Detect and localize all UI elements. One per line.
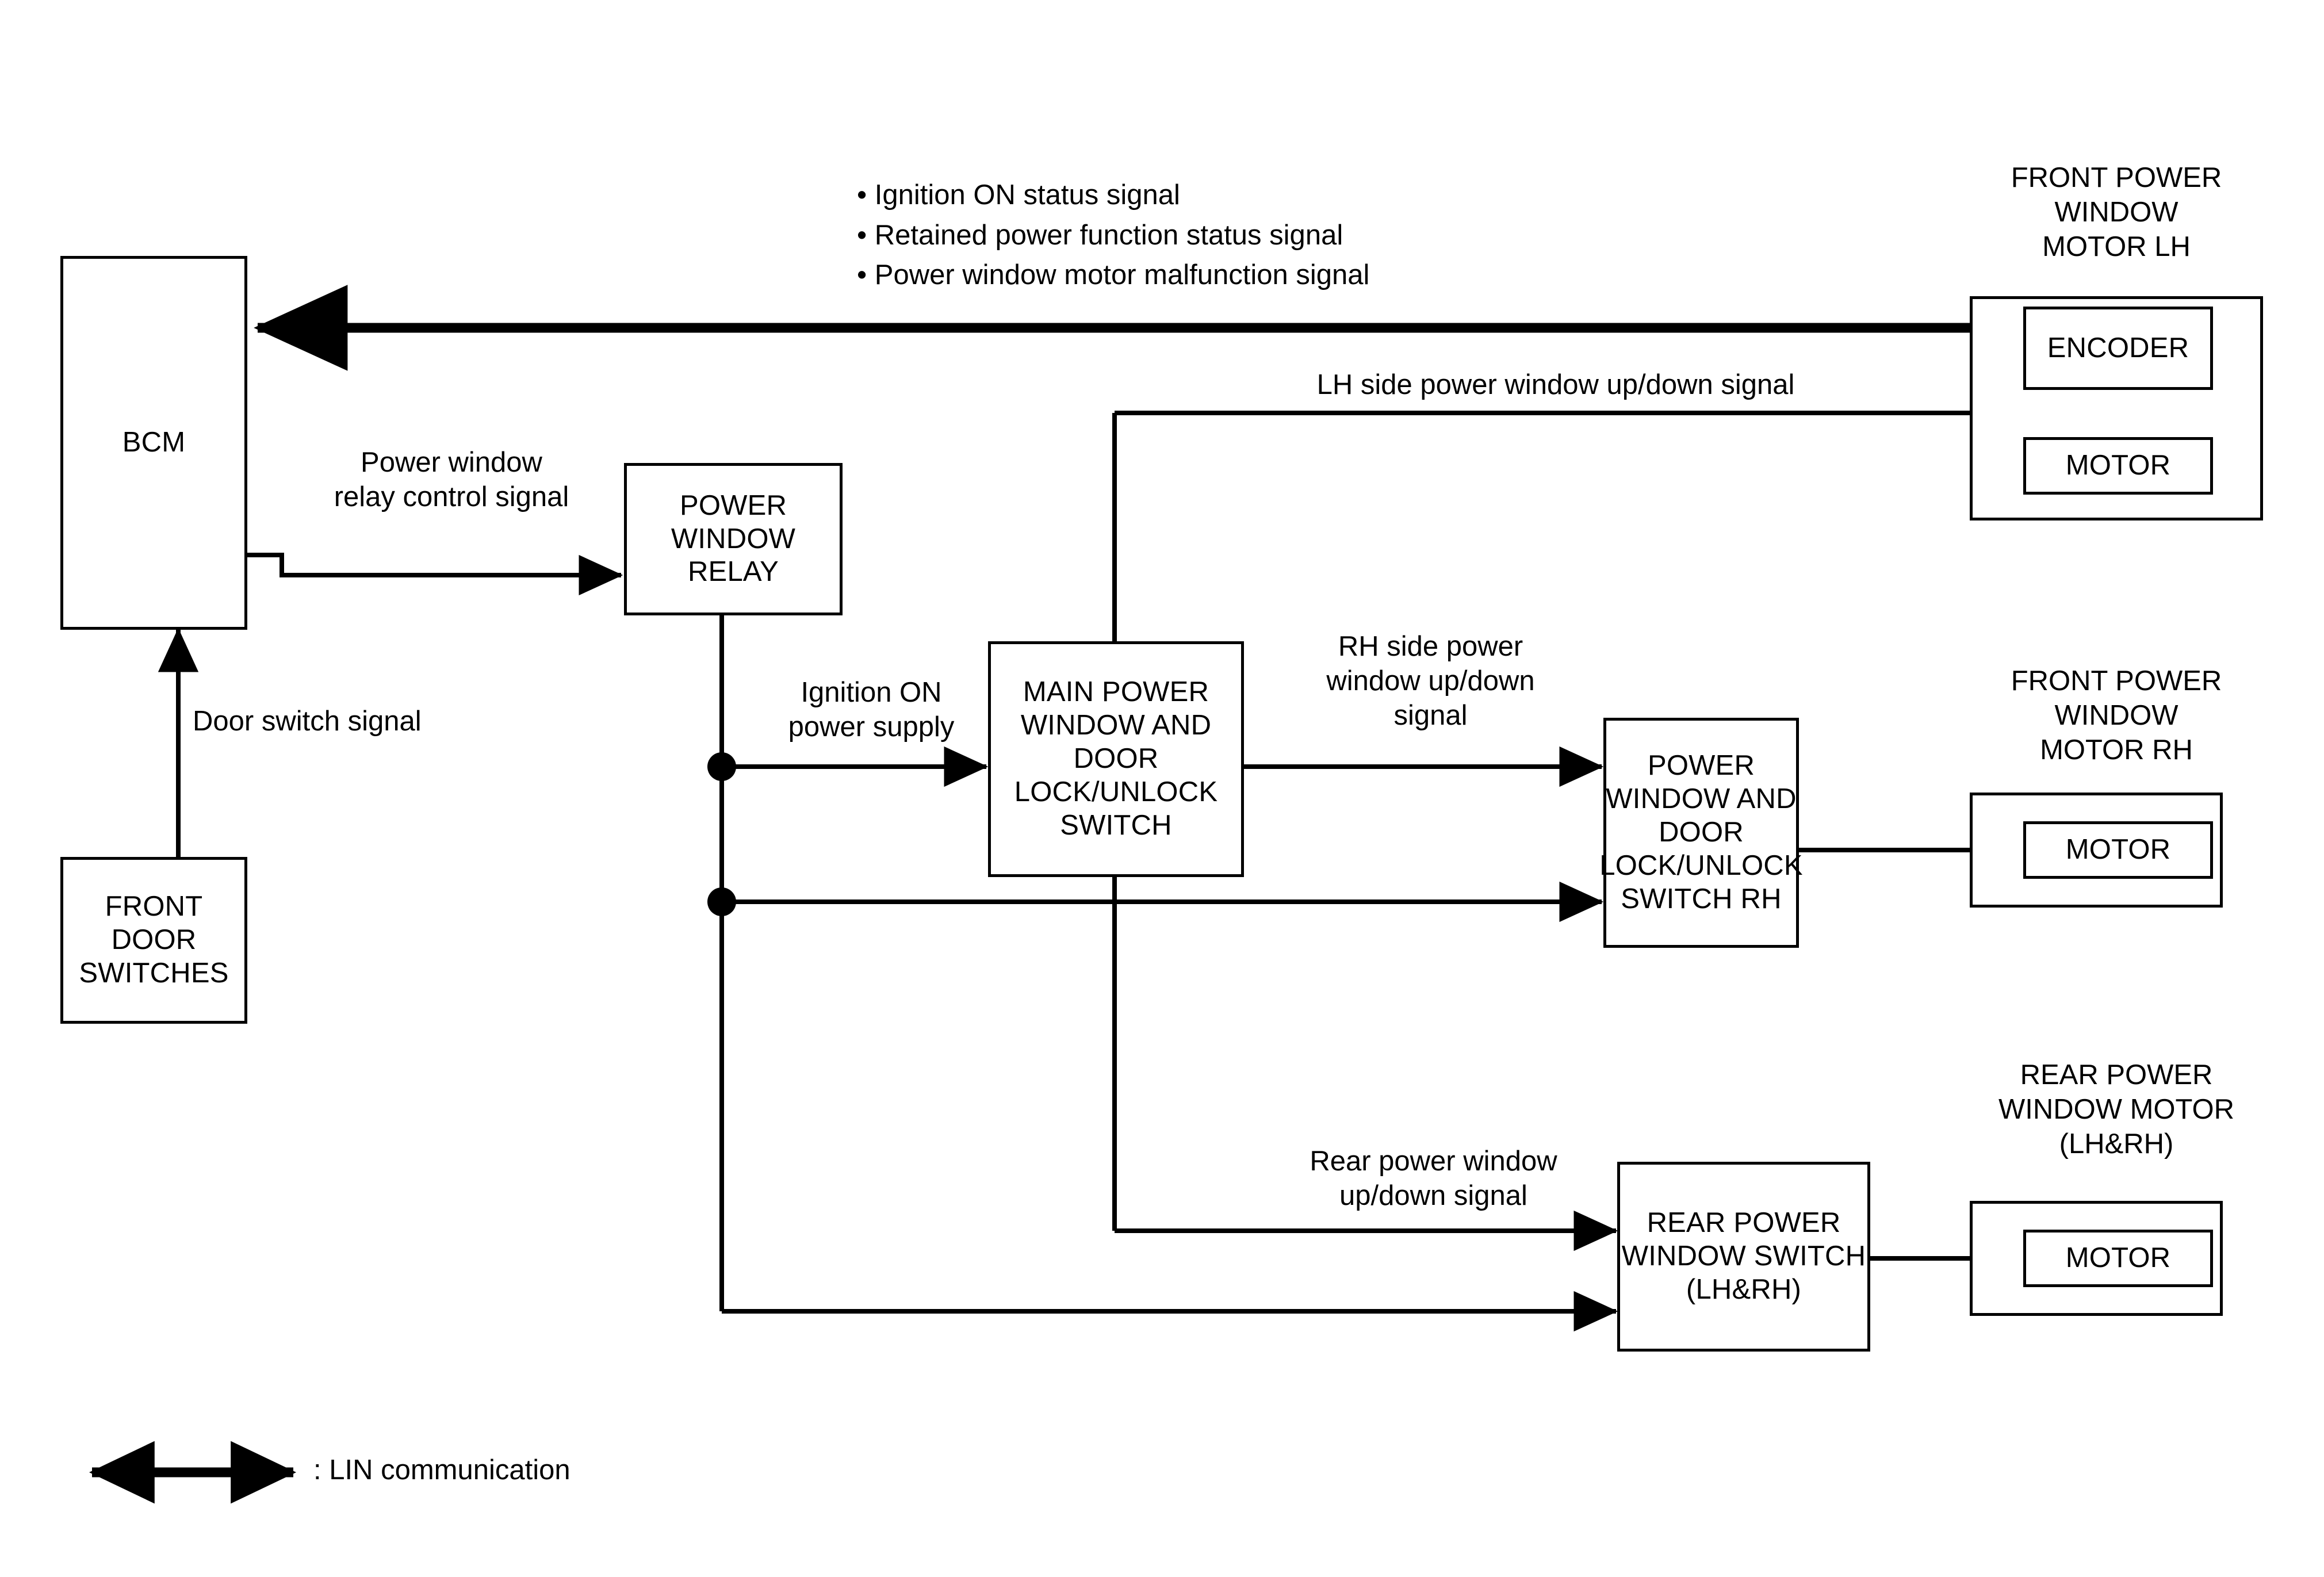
- rear-motor-title: REAR POWER WINDOW MOTOR (LH&RH): [1998, 1059, 2235, 1159]
- power-window-relay-box[interactable]: POWER WINDOW RELAY: [624, 463, 843, 615]
- main-power-window-switch-box[interactable]: MAIN POWER WINDOW AND DOOR LOCK/UNLOCK S…: [988, 641, 1244, 877]
- legend-label: : LIN communication: [313, 1454, 571, 1486]
- rear-switch-box[interactable]: REAR POWER WINDOW SWITCH (LH&RH): [1617, 1162, 1870, 1352]
- front-motor-rh-title: FRONT POWER WINDOW MOTOR RH: [2011, 665, 2222, 765]
- front-door-switches-box[interactable]: FRONT DOOR SWITCHES: [60, 857, 247, 1024]
- lin-signal-bullets: • Ignition ON status signal • Retained p…: [857, 179, 1370, 291]
- wire-relay-control: [247, 553, 623, 596]
- relay-control-signal-label: Power window relay control signal: [334, 447, 569, 512]
- front-door-switches-label: FRONT DOOR SWITCHES: [79, 891, 229, 989]
- ignition-on-power-supply-label: Ignition ON power supply: [788, 677, 955, 742]
- wire-ignition-power-bus: [707, 615, 1618, 1332]
- power-window-relay-label: POWER WINDOW RELAY: [671, 489, 796, 588]
- bcm-box[interactable]: BCM: [60, 256, 247, 630]
- lh-updown-signal-label: LH side power window up/down signal: [1316, 369, 1795, 400]
- rh-switch-box[interactable]: POWER WINDOW AND DOOR LOCK/UNLOCK SWITCH…: [1599, 718, 1803, 948]
- motor-label: MOTOR: [2065, 834, 2171, 866]
- front-motor-lh-encoder-box[interactable]: ENCODER: [2023, 307, 2213, 390]
- junction-dot: [707, 752, 736, 781]
- rear-motor-motor-box[interactable]: MOTOR: [2023, 1230, 2213, 1287]
- door-switch-signal-label: Door switch signal: [193, 706, 422, 737]
- encoder-label: ENCODER: [2047, 332, 2189, 363]
- junction-dot: [707, 887, 736, 916]
- motor-label: MOTOR: [2065, 1242, 2171, 1274]
- front-motor-rh-motor-box[interactable]: MOTOR: [2023, 821, 2213, 879]
- rh-switch-label: POWER WINDOW AND DOOR LOCK/UNLOCK SWITCH…: [1599, 750, 1803, 914]
- rear-switch-label: REAR POWER WINDOW SWITCH (LH&RH): [1621, 1207, 1866, 1305]
- front-motor-lh-title: FRONT POWER WINDOW MOTOR LH: [2011, 162, 2222, 262]
- main-power-window-switch-label: MAIN POWER WINDOW AND DOOR LOCK/UNLOCK S…: [1014, 676, 1218, 841]
- rh-updown-signal-label: RH side power window up/down signal: [1326, 631, 1535, 731]
- motor-label: MOTOR: [2065, 450, 2171, 481]
- front-motor-lh-motor-box[interactable]: MOTOR: [2023, 437, 2213, 495]
- rear-updown-signal-label: Rear power window up/down signal: [1310, 1146, 1557, 1211]
- bcm-label: BCM: [122, 427, 186, 458]
